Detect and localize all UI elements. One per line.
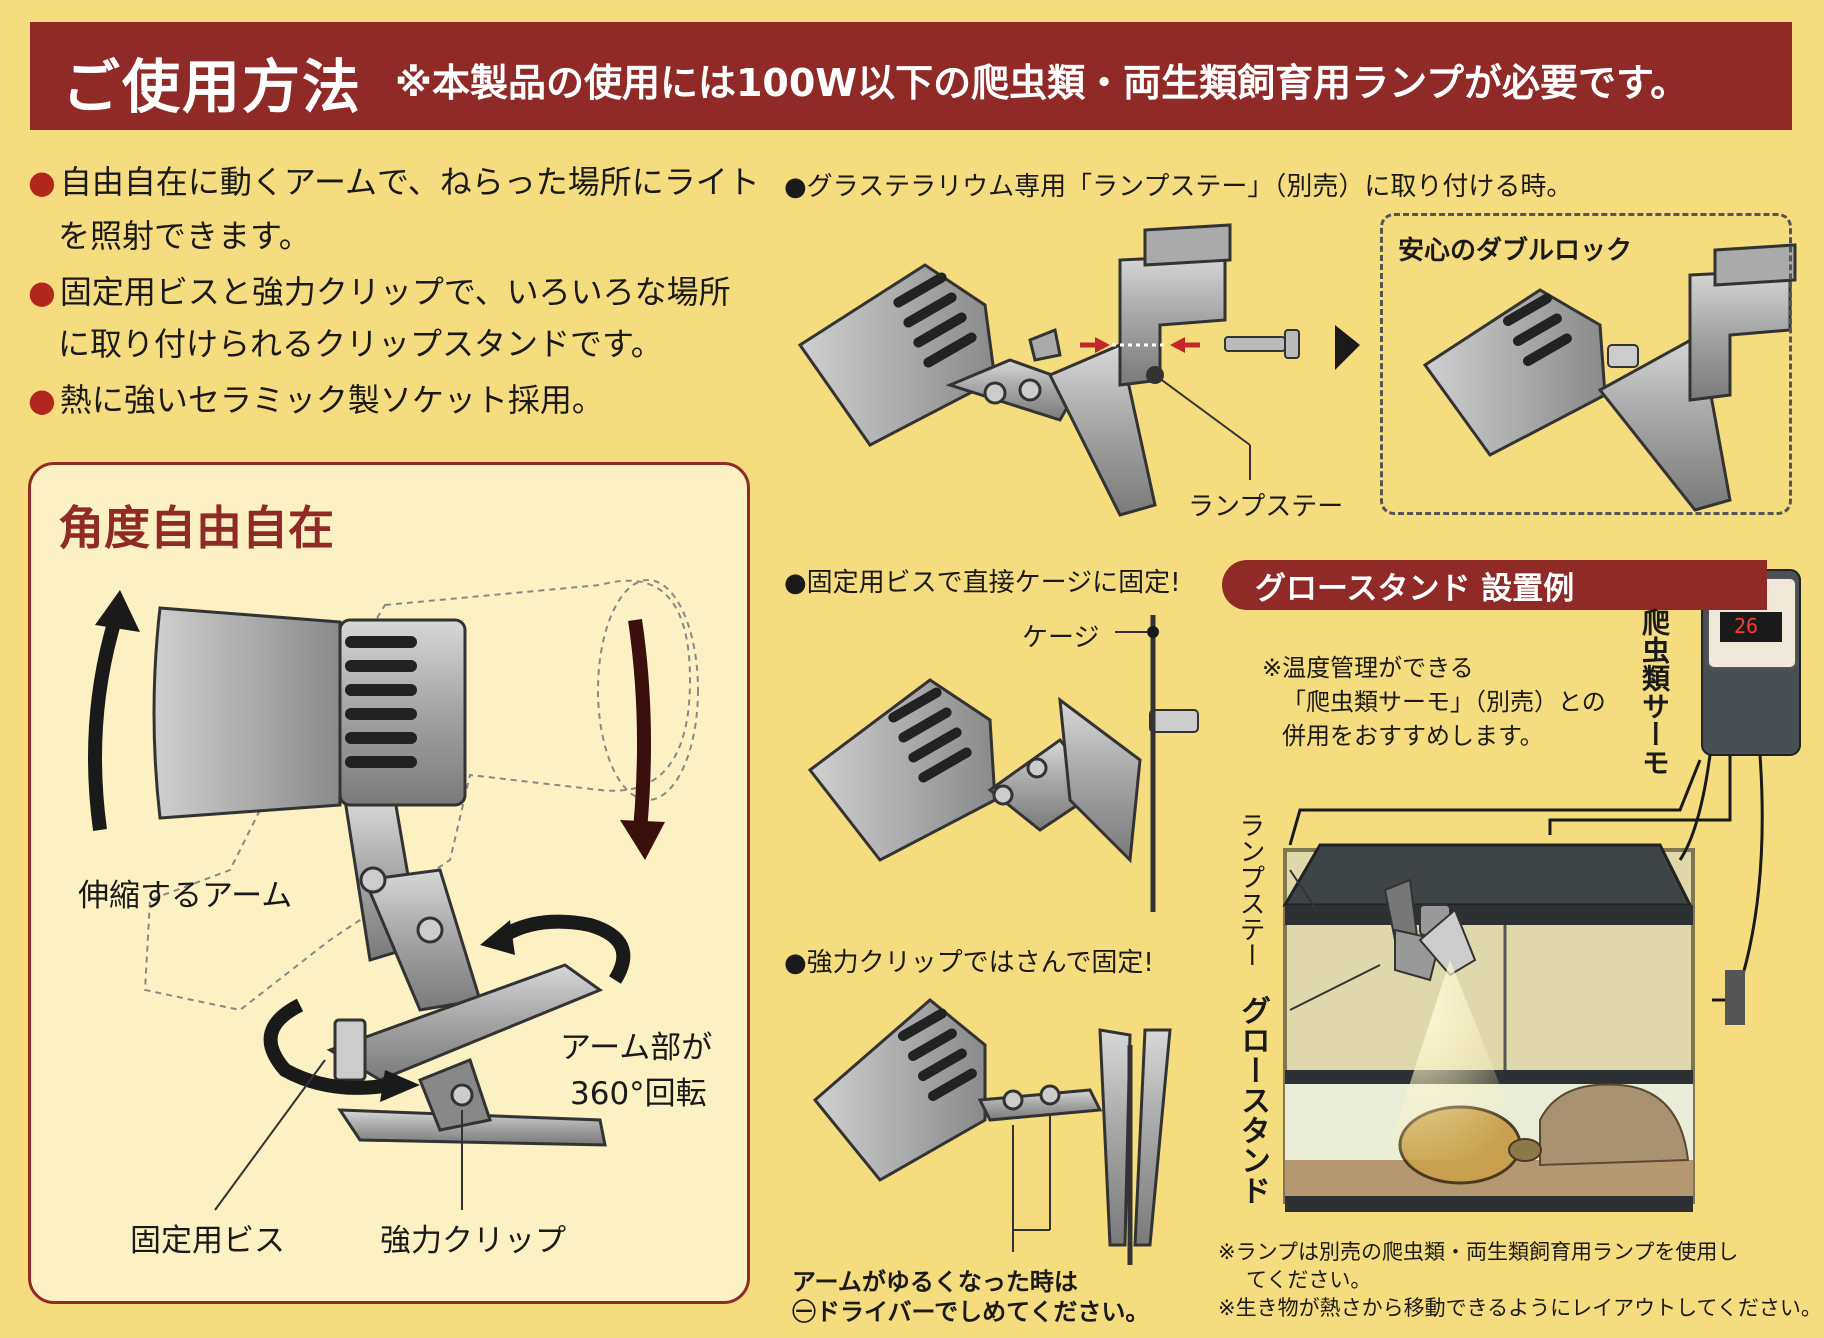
page-title: ご使用方法 [62, 53, 363, 121]
grow-section-header [1222, 560, 1767, 610]
double-lock-box [1380, 213, 1792, 515]
grow-section-title: グロースタンド 設置例 [1255, 571, 1575, 607]
thermo-display: 26 [1734, 614, 1759, 638]
lamp-stay-label: ランプステー [1188, 492, 1344, 522]
feature-3-line1: ●熱に強いセラミック製ソケット採用。 [28, 381, 604, 419]
screw-cage-illustration [807, 615, 1199, 912]
header-note: ※本製品の使用には100W以下の爬虫類・両生類飼育用ランプが必要です。 [395, 61, 1689, 105]
clip-section-heading: ●強力クリップではさんで固定! [784, 948, 1154, 978]
grow-stand-label: グロースタンド [1235, 995, 1270, 1205]
double-lock-label: 安心のダブルロック [1398, 236, 1633, 266]
bullet-icon: ● [28, 381, 56, 419]
clip-note-line2: ㊀ドライバーでしめてください。 [792, 1298, 1150, 1326]
clip-illustration [812, 998, 1172, 1265]
arm-label: 伸縮するアーム [78, 878, 293, 914]
lamp-stay-illustration [797, 223, 1360, 517]
footnote-line3: ※生き物が熱さから移動できるようにレイアウトしてください。 [1218, 1296, 1822, 1320]
clip-note-line1: アームがゆるくなった時は [792, 1268, 1078, 1296]
cage-label: ケージ [1022, 623, 1100, 653]
thermo-note-line1: ※温度管理ができる [1262, 654, 1474, 682]
feature-2-line1: ●固定用ビスと強力クリップで、いろいろな場所 [28, 273, 731, 311]
grow-stay-label: ランプステー [1235, 812, 1265, 968]
thermo-note-line3: 併用をおすすめします。 [1282, 722, 1544, 750]
bullet-icon: ● [28, 273, 56, 311]
feature-2-line2: に取り付けられるクリップスタンドです。 [58, 325, 663, 363]
footnote-line2: てください。 [1246, 1268, 1372, 1292]
clip-label: 強力クリップ [380, 1223, 566, 1259]
rotation-label-line1: アーム部が [560, 1030, 713, 1066]
rotation-label-line2: 360°回転 [570, 1076, 707, 1112]
angle-panel-title: 角度自由自在 [58, 501, 334, 555]
feature-1-line1: ●自由自在に動くアームで、ねらった場所にライト [28, 163, 760, 201]
feature-1-line2: を照射できます。 [58, 217, 311, 255]
header-bar [30, 22, 1792, 130]
screw-section-heading: ●固定用ビスで直接ケージに固定! [784, 568, 1181, 598]
thermo-label: 爬虫類サーモ [1638, 608, 1671, 776]
footnote-line1: ※ランプは別売の爬虫類・両生類飼育用ランプを使用し [1218, 1240, 1739, 1264]
screw-label: 固定用ビス [130, 1223, 285, 1259]
angle-lamp-illustration [88, 579, 699, 1211]
bullet-icon: ● [28, 163, 56, 201]
thermo-note-line2: 「爬虫類サーモ」（別売）との [1282, 688, 1606, 716]
glass-section-heading: ●グラステラリウム専用「ランプステー」（別売）に取り付ける時。 [784, 172, 1573, 202]
grow-stand-illustration [1282, 569, 1801, 1212]
